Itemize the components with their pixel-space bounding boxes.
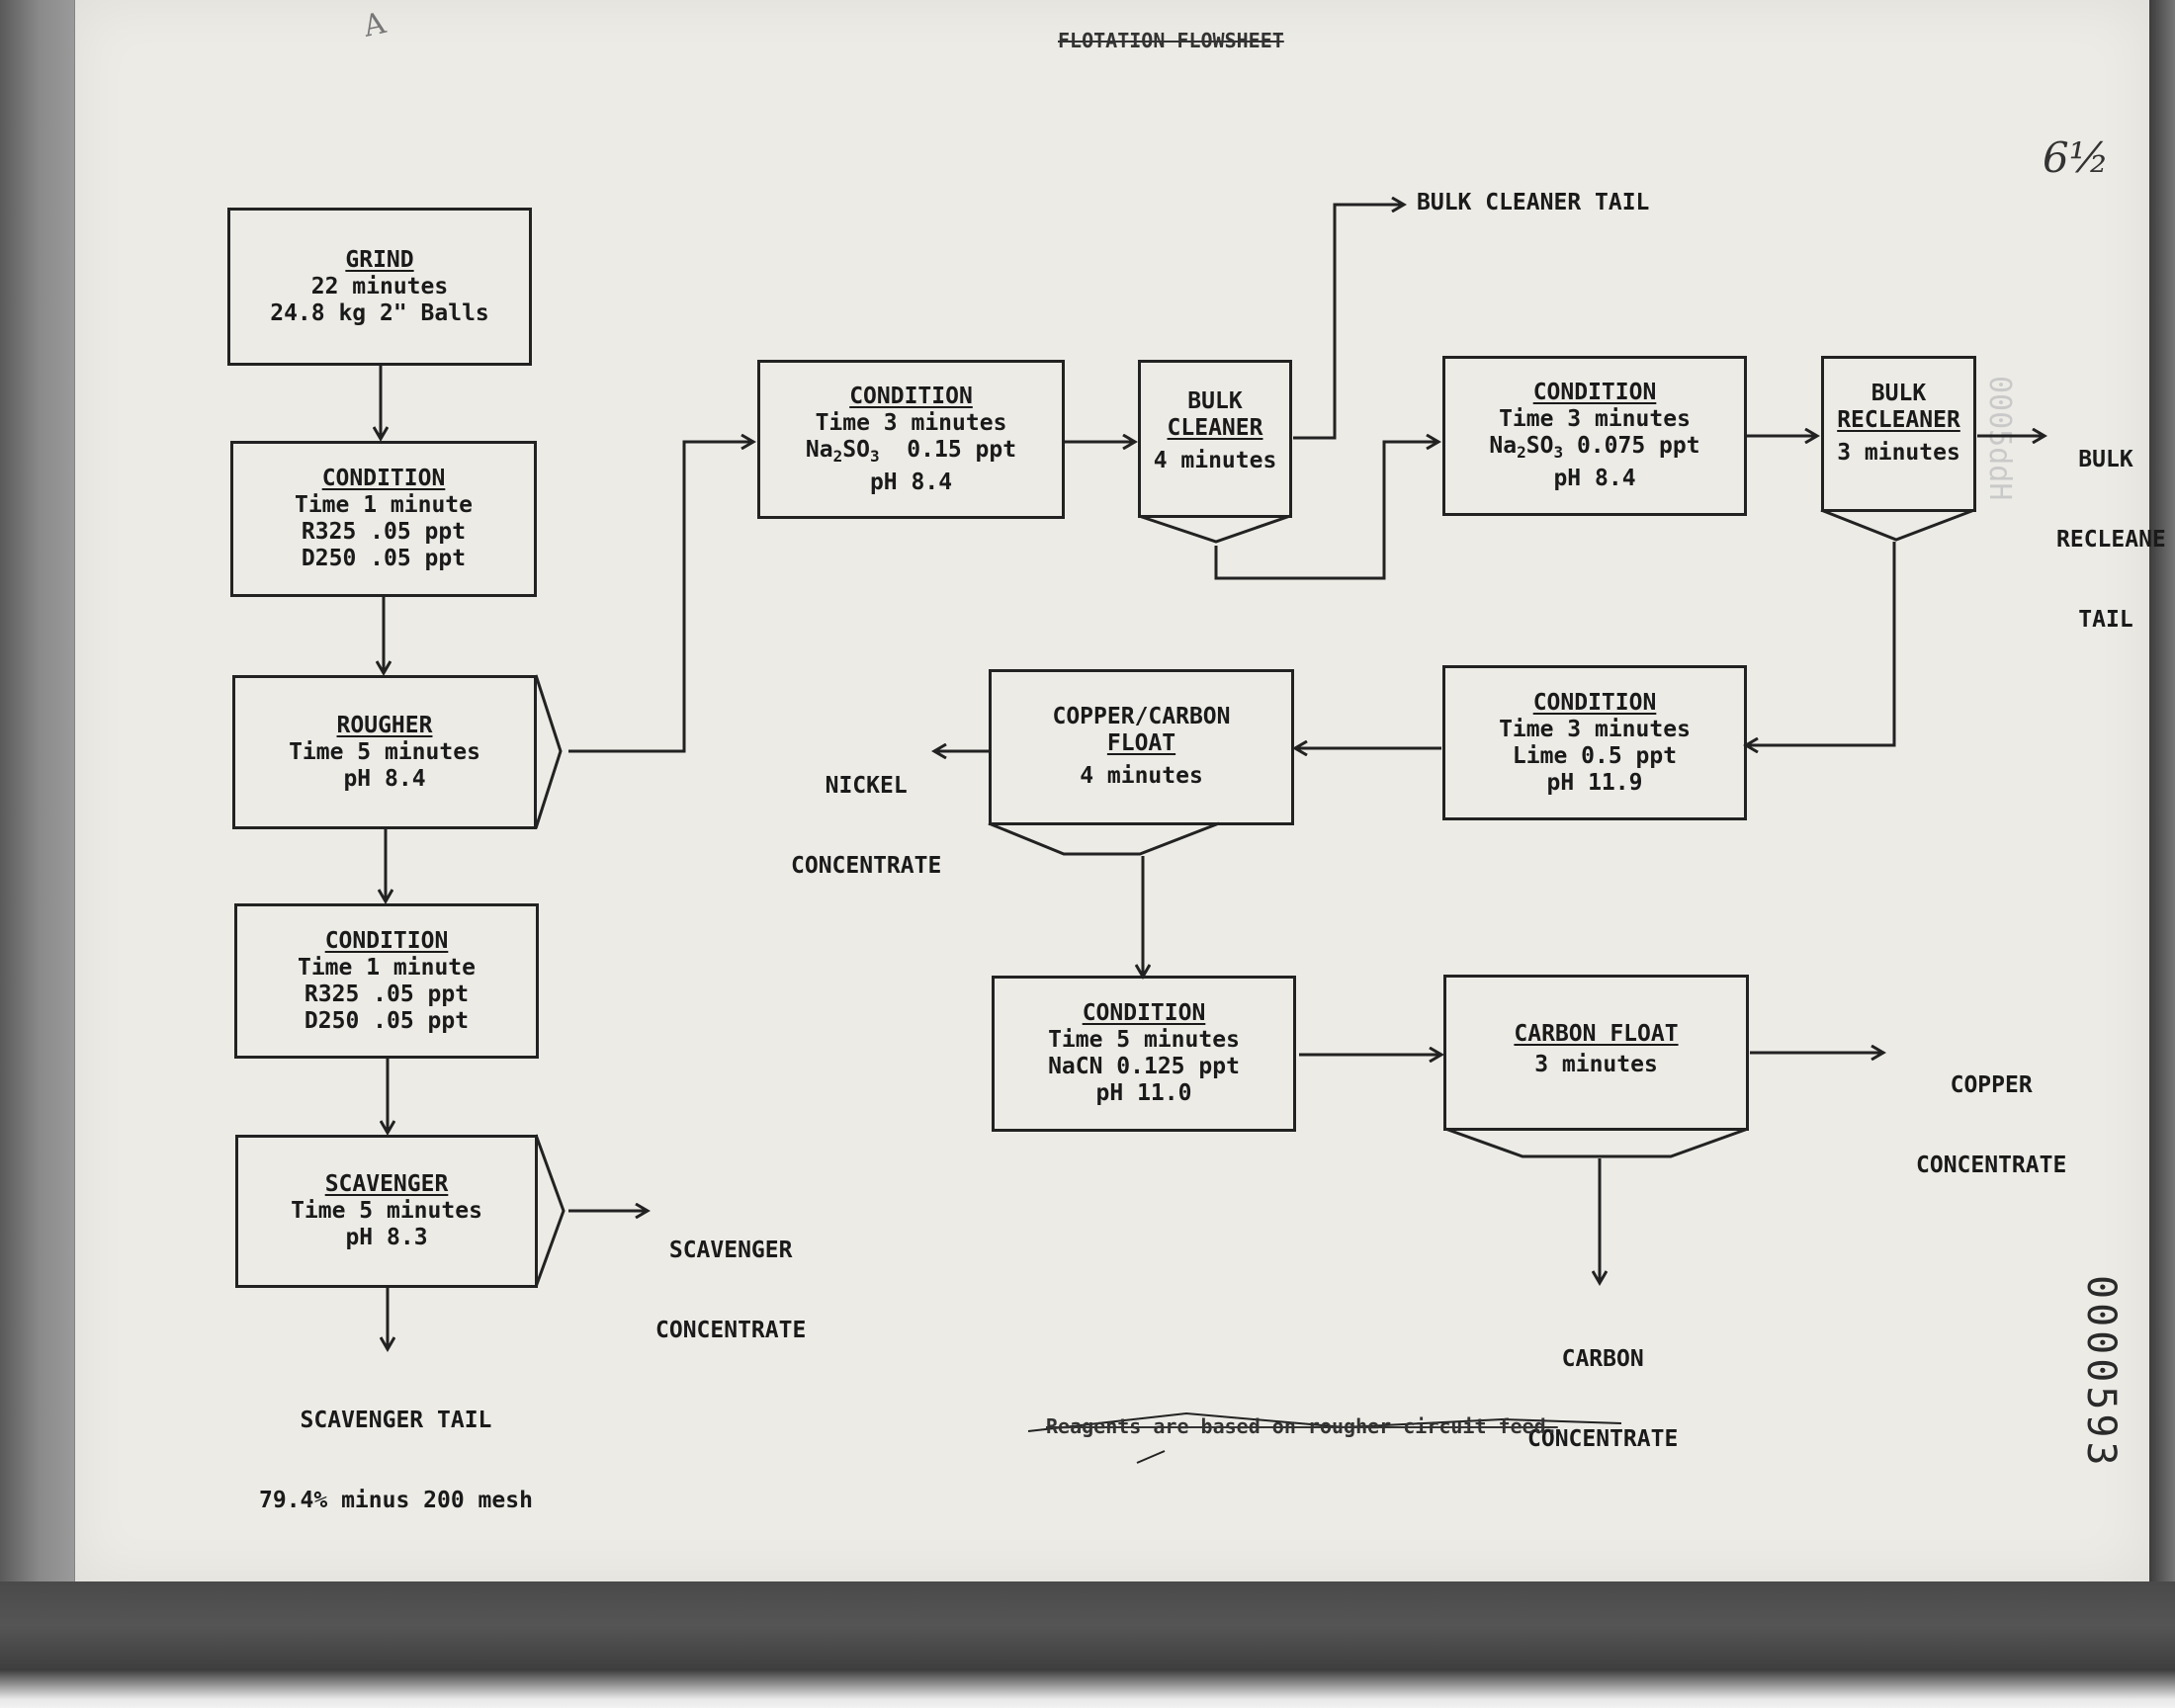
- scavenger-tail-line-1: SCAVENGER TAIL: [300, 1408, 492, 1433]
- scan-edge-strip: [2149, 0, 2175, 1661]
- copper-concentrate-line-1: COPPER: [1950, 1072, 2033, 1098]
- bulk-cleaner-box: BULK CLEANER 4 minutes: [1138, 360, 1292, 518]
- grind-title: GRIND: [345, 246, 414, 273]
- scavenger-concentrate-line-1: SCAVENGER: [668, 1238, 793, 1263]
- condition-6-line-3: pH 11.0: [1095, 1080, 1192, 1106]
- copper-carbon-float-title-2: FLOAT: [1106, 730, 1176, 756]
- rougher-line-1: Time 5 minutes: [289, 738, 480, 765]
- condition-box-6: CONDITION Time 5 minutes NaCN 0.125 ppt …: [992, 976, 1296, 1132]
- carbon-concentrate-line-1: CARBON: [1561, 1346, 1644, 1372]
- header-title: FLOTATION FLOWSHEET: [1058, 29, 1284, 52]
- condition-6-line-2: NaCN 0.125 ppt: [1048, 1054, 1240, 1079]
- condition-3-line-1: Time 3 minutes: [815, 409, 1007, 436]
- rougher-funnel: [534, 674, 563, 829]
- condition-5-line-2: Lime 0.5 ppt: [1512, 742, 1678, 769]
- condition-box-3: CONDITION Time 3 minutes Na2SO3 0.15 ppt…: [757, 360, 1065, 519]
- condition-4-line-3: pH 8.4: [1553, 466, 1636, 491]
- carbon-concentrate-label: CARBON CONCENTRATE: [1527, 1293, 1678, 1480]
- scavenger-concentrate-label: SCAVENGER CONCENTRATE: [655, 1184, 806, 1371]
- copper-concentrate-label: COPPER CONCENTRATE: [1916, 1019, 2066, 1206]
- rougher-title: ROUGHER: [336, 712, 433, 738]
- bulk-recleaner-tail-line-3: TAIL: [2078, 607, 2133, 633]
- bulk-cleaner-funnel: [1138, 514, 1291, 544]
- rougher-line-2: pH 8.4: [343, 765, 426, 792]
- condition-box-4: CONDITION Time 3 minutes Na2SO3 0.075 pp…: [1442, 356, 1747, 516]
- grind-line-2: 24.8 kg 2" Balls: [270, 299, 489, 326]
- copper-carbon-float-line-1: 4 minutes: [1080, 763, 1203, 789]
- condition-3-line-3: pH 8.4: [869, 469, 953, 495]
- bulk-recleaner-title-2: RECLEANER: [1837, 407, 1960, 433]
- bulk-cleaner-title: BULK: [1187, 388, 1243, 414]
- condition-4-line-1: Time 3 minutes: [1499, 406, 1691, 432]
- bulk-recleaner-title: BULK: [1870, 381, 1927, 406]
- copper-float-funnel: [988, 821, 1220, 856]
- scavenger-title: SCAVENGER: [324, 1171, 449, 1197]
- carbon-float-line-1: 3 minutes: [1534, 1052, 1658, 1077]
- condition-2-line-3: D250 .05 ppt: [304, 1007, 470, 1034]
- condition-box-2: CONDITION Time 1 minute R325 .05 ppt D25…: [234, 903, 539, 1059]
- condition-1-line-1: Time 1 minute: [294, 492, 473, 518]
- carbon-float-title: CARBON FLOAT: [1514, 1021, 1679, 1047]
- scan-bottom-band: [0, 1581, 2175, 1708]
- scavenger-line-1: Time 5 minutes: [291, 1198, 482, 1224]
- arrow-bulk-cleaner-concentrate: [1214, 442, 1438, 580]
- grind-box: GRIND 22 minutes 24.8 kg 2" Balls: [227, 208, 532, 366]
- copper-concentrate-line-2: CONCENTRATE: [1916, 1153, 2067, 1178]
- scavenger-concentrate-line-2: CONCENTRATE: [655, 1318, 807, 1343]
- arrow-rougher-to-condition-top: [568, 442, 753, 753]
- bulk-cleaner-line-1: 4 minutes: [1153, 448, 1277, 473]
- condition-1-title: CONDITION: [321, 466, 446, 491]
- rougher-box: ROUGHER Time 5 minutes pH 8.4: [232, 675, 537, 829]
- nickel-concentrate-line-2: CONCENTRATE: [791, 853, 942, 879]
- condition-3-line-2: Na2SO3 0.15 ppt: [805, 436, 1017, 466]
- bulk-recleaner-line-1: 3 minutes: [1837, 440, 1960, 466]
- arrow-recleaner-concentrate: [1746, 542, 1896, 745]
- bulk-cleaner-tail-label: BULK CLEANER TAIL: [1417, 190, 1650, 215]
- condition-5-title: CONDITION: [1532, 689, 1657, 716]
- carbon-concentrate-line-2: CONCENTRATE: [1527, 1426, 1679, 1452]
- scavenger-line-2: pH 8.3: [345, 1225, 428, 1250]
- condition-5-line-1: Time 3 minutes: [1499, 716, 1691, 742]
- footnote-underline-tick: [1136, 1450, 1166, 1464]
- copper-carbon-float-box: COPPER/CARBON FLOAT 4 minutes: [989, 669, 1294, 825]
- carbon-float-funnel: [1444, 1127, 1749, 1158]
- scavenger-funnel: [534, 1134, 566, 1288]
- condition-6-line-1: Time 5 minutes: [1048, 1027, 1240, 1053]
- condition-4-line-2: Na2SO3 0.075 ppt: [1489, 433, 1700, 462]
- recleaner-funnel: [1820, 508, 1975, 542]
- condition-1-line-2: R325 .05 ppt: [301, 519, 467, 545]
- document-sheet: [75, 0, 2149, 1583]
- bulk-recleaner-tail-line-1: BULK: [2078, 447, 2133, 472]
- copper-carbon-float-title: COPPER/CARBON: [1052, 704, 1231, 729]
- scavenger-tail-label: SCAVENGER TAIL 79.4% minus 200 mesh: [259, 1354, 533, 1541]
- nickel-concentrate-line-1: NICKEL: [825, 773, 908, 799]
- scavenger-tail-line-2: 79.4% minus 200 mesh: [259, 1488, 533, 1513]
- condition-2-line-2: R325 .05 ppt: [304, 981, 470, 1007]
- condition-5-line-3: pH 11.9: [1546, 769, 1643, 796]
- condition-4-title: CONDITION: [1532, 380, 1657, 405]
- bulk-recleaner-tail-line-2: RECLEANER: [2056, 527, 2165, 553]
- footnote: Reagents are based on rougher circuit fe…: [1046, 1414, 1558, 1438]
- carbon-float-box: CARBON FLOAT 3 minutes: [1443, 975, 1749, 1131]
- bulk-cleaner-title-2: CLEANER: [1167, 415, 1263, 441]
- condition-6-title: CONDITION: [1082, 1000, 1206, 1026]
- nickel-concentrate-label: NICKEL CONCENTRATE: [791, 720, 941, 906]
- condition-box-1: CONDITION Time 1 minute R325 .05 ppt D25…: [230, 441, 537, 597]
- arrow-bulk-cleaner-tail: [1293, 205, 1404, 440]
- condition-3-title: CONDITION: [849, 383, 973, 409]
- footnote-strike-scribble: [1027, 1411, 1622, 1432]
- bulk-recleaner-tail-label: BULK RECLEANER TAIL: [2056, 393, 2165, 660]
- condition-box-5: CONDITION Time 3 minutes Lime 0.5 ppt pH…: [1442, 665, 1747, 820]
- condition-2-title: CONDITION: [324, 927, 449, 954]
- condition-2-line-1: Time 1 minute: [297, 954, 476, 981]
- scavenger-box: SCAVENGER Time 5 minutes pH 8.3: [235, 1135, 538, 1288]
- condition-1-line-3: D250 .05 ppt: [301, 546, 467, 571]
- bulk-recleaner-box: BULK RECLEANER 3 minutes: [1821, 356, 1976, 512]
- grind-line-1: 22 minutes: [310, 273, 449, 299]
